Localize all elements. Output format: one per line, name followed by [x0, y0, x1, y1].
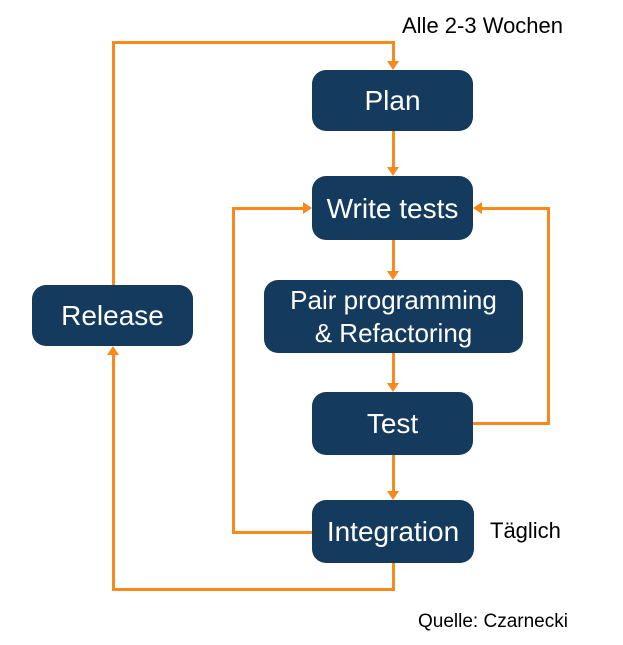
arrowhead-into-pair — [387, 271, 399, 280]
node-test: Test — [312, 392, 473, 455]
edge-integration-release-horizontal-bottom — [112, 588, 395, 591]
node-integration: Integration — [312, 500, 474, 563]
edge-test-integration — [392, 455, 395, 491]
edge-test-writetests-horizontal-bottom — [473, 422, 550, 425]
node-pair-programming-label-line2: & Refactoring — [314, 317, 473, 348]
edge-release-plan-vertical-left — [112, 41, 115, 285]
source-credit-label: Quelle: Czarnecki — [418, 611, 568, 632]
arrowhead-into-writetests-right — [473, 202, 482, 214]
arrowhead-into-test — [387, 383, 399, 392]
edge-test-writetests-vertical — [547, 207, 550, 425]
edge-test-writetests-horizontal-top — [482, 207, 550, 210]
edge-integration-writetests-vertical — [232, 207, 235, 534]
edge-release-plan-vertical-drop — [392, 41, 395, 62]
node-plan: Plan — [312, 70, 473, 131]
arrowhead-into-release — [107, 346, 119, 355]
arrowhead-into-plan — [387, 61, 399, 70]
node-write-tests: Write tests — [312, 176, 473, 240]
node-test-label: Test — [366, 408, 419, 439]
edge-release-plan-horizontal-top — [112, 41, 395, 44]
edge-pair-test — [392, 353, 395, 383]
edge-integration-writetests-horizontal-top — [232, 207, 303, 210]
cycle-duration-label: Alle 2-3 Wochen — [402, 13, 564, 38]
edge-plan-writetests — [392, 131, 395, 167]
arrowhead-into-writetests-left — [303, 202, 312, 214]
node-write-tests-label: Write tests — [326, 192, 459, 224]
daily-label: Täglich — [490, 518, 561, 543]
edge-writetests-pair — [392, 240, 395, 271]
node-release: Release — [32, 285, 193, 346]
edge-integration-release-vertical-drop — [392, 563, 395, 591]
node-release-label: Release — [61, 300, 164, 331]
edge-integration-release-vertical-left — [112, 355, 115, 591]
edge-integration-writetests-horizontal-bottom — [232, 531, 312, 534]
node-plan-label: Plan — [364, 85, 421, 116]
node-pair-programming-label-line1: Pair programming — [290, 285, 497, 315]
node-pair-programming: Pair programming & Refactoring — [264, 280, 523, 353]
arrowhead-into-writetests-top — [387, 167, 399, 176]
node-integration-label: Integration — [326, 516, 460, 547]
arrowhead-into-integration — [387, 491, 399, 500]
